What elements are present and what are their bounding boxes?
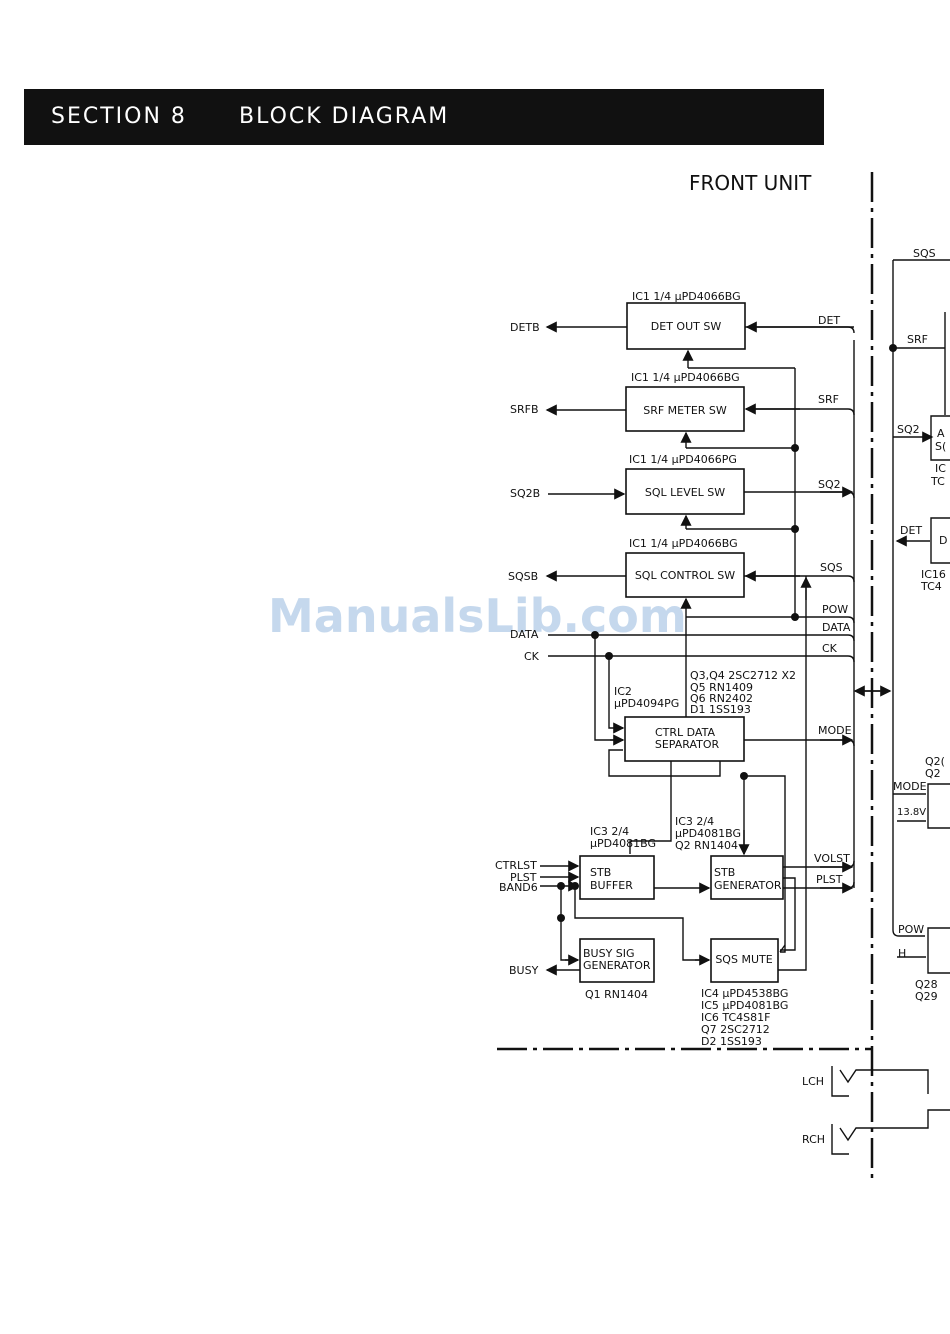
sql-control-ic: IC1 1/4 μPD4066BG bbox=[629, 537, 738, 550]
mute-note-4: Q7 2SC2712 bbox=[701, 1023, 770, 1036]
signal-srfb: SRFB bbox=[510, 403, 539, 416]
sql-level-sw-label: SQL LEVEL SW bbox=[645, 486, 725, 499]
sql-control-sw-block bbox=[625, 552, 745, 598]
bus-pow: POW bbox=[822, 603, 848, 616]
signal-busy: BUSY bbox=[509, 964, 539, 977]
signal-sq2b: SQ2B bbox=[510, 487, 540, 500]
det-out-ic: IC1 1/4 μPD4066BG bbox=[632, 290, 741, 303]
transistor-note-2: Q5 RN1409 bbox=[690, 681, 753, 694]
ctrl-data-ic-1: IC2 bbox=[614, 685, 632, 698]
signal-ck: CK bbox=[524, 650, 540, 663]
det-out-sw-label: DET OUT SW bbox=[651, 320, 722, 333]
stb-buffer-block bbox=[579, 855, 655, 900]
transistor-note-3: Q6 RN2402 bbox=[690, 692, 753, 705]
wiring bbox=[540, 259, 950, 1155]
sqs-mute-block bbox=[710, 938, 779, 983]
bus-srf: SRF bbox=[818, 393, 839, 406]
signal-sqsb: SQSB bbox=[508, 570, 538, 583]
ctrl-data-label-2: SEPARATOR bbox=[655, 738, 720, 751]
sql-control-sw-label: SQL CONTROL SW bbox=[635, 569, 735, 582]
busy-sig-generator-block bbox=[579, 938, 655, 983]
bus-volst: VOLST bbox=[814, 852, 850, 865]
far-frag-q2a: Q2( bbox=[925, 755, 945, 768]
far-mode: MODE bbox=[893, 780, 927, 793]
ctrl-data-label-1: CTRL DATA bbox=[655, 726, 715, 739]
far-frag-d: D bbox=[939, 534, 947, 547]
stb-buffer-ic-2: μPD4081BG bbox=[590, 837, 656, 850]
det-out-sw-block bbox=[626, 302, 746, 350]
signal-data: DATA bbox=[510, 628, 539, 641]
far-frag-tc4: TC4 bbox=[920, 580, 942, 593]
far-frag-tc: TC bbox=[930, 475, 945, 488]
watermark: ManualsLib.com bbox=[268, 589, 687, 643]
signal-detb: DETB bbox=[510, 321, 540, 334]
far-det: DET bbox=[900, 524, 922, 537]
stb-buffer-ic-1: IC3 2/4 bbox=[590, 825, 629, 838]
far-frag-ic16: IC16 bbox=[921, 568, 946, 581]
section-number: SECTION 8 bbox=[51, 104, 187, 129]
bus-mode: MODE bbox=[818, 724, 852, 737]
signal-ctrlst: CTRLST bbox=[495, 859, 537, 872]
stb-gen-ic-2: μPD4081BG bbox=[675, 827, 741, 840]
bus-data: DATA bbox=[822, 621, 851, 634]
ctrl-data-ic-2: μPD4094PG bbox=[614, 697, 679, 710]
unit-title: FRONT UNIT bbox=[689, 171, 812, 195]
far-sq2: SQ2 bbox=[897, 423, 920, 436]
transistor-note-1: Q3,Q4 2SC2712 X2 bbox=[690, 669, 796, 682]
far-frag-s: S( bbox=[935, 440, 946, 453]
mute-note-3: IC6 TC4S81F bbox=[701, 1011, 770, 1024]
mute-note-1: IC4 μPD4538BG bbox=[701, 987, 788, 1000]
busy-sig-label-2: GENERATOR bbox=[583, 959, 651, 972]
stb-gen-ic-1: IC3 2/4 bbox=[675, 815, 714, 828]
stb-gen-ic-3: Q2 RN1404 bbox=[675, 839, 738, 852]
far-h: H bbox=[898, 947, 906, 960]
jack-lch-label: LCH bbox=[802, 1075, 824, 1088]
junction-dots bbox=[557, 344, 897, 922]
far-pow: POW bbox=[898, 923, 924, 936]
busy-sig-label-1: BUSY SIG bbox=[583, 947, 635, 960]
stb-generator-label-2: GENERATOR bbox=[714, 879, 782, 892]
sql-level-ic: IC1 1/4 μPD4066PG bbox=[629, 453, 737, 466]
mute-note-5: D2 1SS193 bbox=[701, 1035, 762, 1048]
signal-plst: PLST bbox=[510, 871, 537, 884]
mute-note-2: IC5 μPD4081BG bbox=[701, 999, 788, 1012]
far-srf: SRF bbox=[907, 333, 928, 346]
srf-meter-sw-block bbox=[625, 386, 745, 432]
bus-det: DET bbox=[818, 314, 840, 327]
far-13v8: 13.8V bbox=[897, 807, 926, 818]
stb-generator-label-1: STB bbox=[714, 866, 735, 879]
bus-ck: CK bbox=[822, 642, 838, 655]
far-frag-q2b: Q2 bbox=[925, 767, 941, 780]
transistor-note-4: D1 1SS193 bbox=[690, 703, 751, 716]
stb-buffer-label-1: STB bbox=[590, 866, 611, 879]
srf-meter-sw-label: SRF METER SW bbox=[643, 404, 727, 417]
srf-meter-ic: IC1 1/4 μPD4066BG bbox=[631, 371, 740, 384]
sqs-mute-label: SQS MUTE bbox=[715, 953, 772, 966]
far-q29: Q29 bbox=[915, 990, 938, 1003]
far-frag-a: A bbox=[937, 427, 945, 440]
bus-sq2: SQ2 bbox=[818, 478, 841, 491]
jack-rch-label: RCH bbox=[802, 1133, 825, 1146]
far-frag-ic: IC bbox=[935, 462, 946, 475]
far-q28: Q28 bbox=[915, 978, 938, 991]
signal-band6: BAND6 bbox=[499, 881, 538, 894]
ctrl-data-separator-block bbox=[624, 716, 745, 762]
section-title: BLOCK DIAGRAM bbox=[239, 104, 450, 129]
section-header: SECTION 8 BLOCK DIAGRAM bbox=[24, 89, 824, 145]
stb-buffer-label-2: BUFFER bbox=[590, 879, 633, 892]
far-sqs: SQS bbox=[913, 247, 936, 260]
bus-plst: PLST bbox=[816, 873, 843, 886]
bus-sqs: SQS bbox=[820, 561, 843, 574]
busy-sig-ic: Q1 RN1404 bbox=[585, 988, 648, 1001]
